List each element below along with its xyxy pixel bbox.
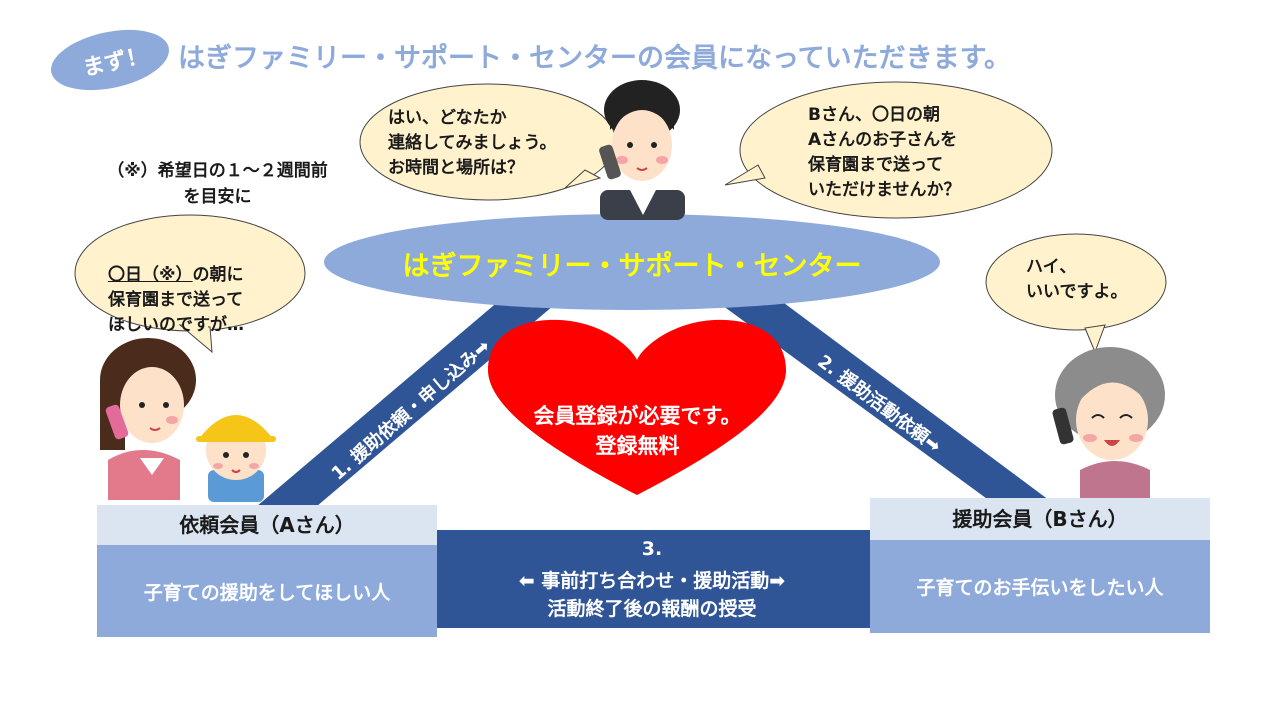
center-name: はぎファミリー・サポート・センター: [402, 251, 862, 282]
child-illustration: [196, 415, 276, 502]
grandmother-b-illustration: [1052, 347, 1165, 500]
member-b-desc: 子育てのお手伝いをしたい人: [870, 540, 1210, 633]
page-title: はぎファミリー・サポート・センターの会員になっていただきます。: [178, 43, 1011, 74]
bubble-center-to-b-text: Bさん、〇日の朝 Aさんのお子さんを 保育園まで送って いただけませんか？: [808, 105, 961, 200]
bubble-b-reply: [985, 233, 1167, 331]
mother-a-illustration: [100, 338, 196, 500]
bubble-center-reply-text: はい、どなたか 連絡してみましょう。 お時間と場所は？: [388, 108, 557, 178]
heart-line2: 登録無料: [595, 434, 680, 458]
bubble-center-to-b: [739, 81, 1053, 219]
heart-shape: [488, 319, 786, 495]
bubble-a-request-rest: 保育園まで送って ほしいのですが…: [108, 290, 244, 335]
bubble-a-request-text: 〇日（※）の朝に 保育園まで送って ほしいのですが…: [108, 238, 308, 363]
member-b-title: 援助会員（Bさん）: [870, 498, 1210, 540]
band-step3: [432, 530, 872, 628]
bubble-b-reply-text: ハイ、 いいですよ。: [1026, 257, 1128, 302]
band-step2: [715, 300, 1065, 512]
bubble-a-request-line1-rest: の朝に: [192, 265, 244, 285]
center-staff-illustration: [599, 80, 685, 220]
step3-number: 3.: [641, 538, 663, 560]
member-a-desc: 子育ての援助をしてほしい人: [97, 545, 437, 637]
heart-line1: 会員登録が必要です。: [533, 404, 742, 428]
step3-line2: 活動終了後の報酬の授受: [547, 598, 757, 620]
bubble-a-request-underlined: 〇日（※）: [108, 265, 193, 285]
timing-note: （※）希望日の１～２週間前 を目安に: [107, 161, 328, 207]
center-ellipse: [324, 214, 940, 310]
step3-line1: ⬅ 事前打ち合わせ・援助活動➡: [518, 570, 786, 592]
member-a-title: 依頼会員（Aさん）: [97, 505, 437, 545]
band-step1: [250, 300, 560, 512]
